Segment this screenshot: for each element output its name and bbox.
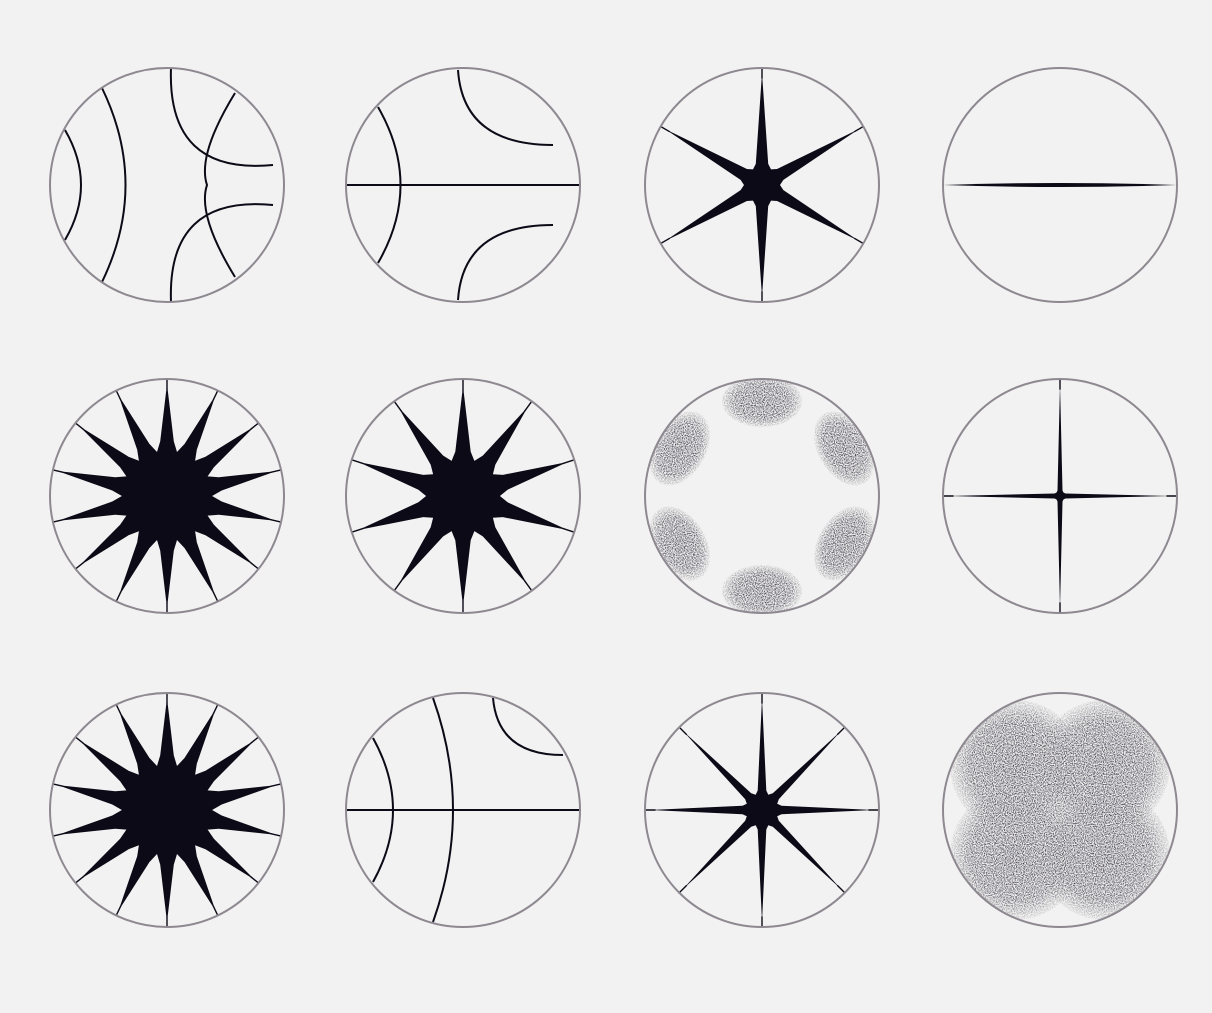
spoke-line [250, 562, 258, 569]
curve-line [493, 698, 563, 755]
panel-1 [50, 68, 284, 302]
spoke-line [661, 238, 670, 243]
spoke-line [53, 784, 63, 786]
star-burst [58, 698, 276, 922]
spoke-line [352, 460, 364, 464]
panel-6 [346, 379, 580, 613]
circle-outline [50, 68, 284, 302]
panel-9 [50, 693, 284, 927]
spoke-line [76, 876, 84, 883]
panel-5 [50, 379, 284, 613]
panel-3 [645, 68, 879, 302]
spoke-line [213, 592, 218, 602]
curve-line [102, 88, 126, 282]
spoke-line [271, 784, 281, 786]
spoke-line [837, 885, 844, 892]
panel-12 [943, 693, 1177, 927]
spoke-line [271, 470, 281, 472]
spoke-line [76, 423, 84, 430]
spoke-line [562, 528, 574, 532]
curve-line [205, 93, 235, 277]
spoke-line [116, 391, 121, 401]
spoke-line [116, 906, 121, 916]
spoke-line [524, 581, 531, 591]
star-burst [358, 386, 567, 606]
spoke-line [271, 834, 281, 836]
spoke-line [679, 727, 686, 734]
panel-4 [943, 68, 1177, 302]
spoke-line [213, 705, 218, 715]
spoke-line [116, 592, 121, 602]
spoke-line [837, 727, 844, 734]
spoke-line [394, 401, 401, 411]
spoke-line [661, 127, 670, 132]
spoke-line [250, 423, 258, 430]
speckle-lobes [637, 375, 887, 617]
spoke-line [352, 528, 364, 532]
spoke-line [250, 737, 258, 744]
panel-8 [943, 379, 1177, 613]
star-burst [665, 73, 859, 297]
spoke-line [53, 834, 63, 836]
spoke-line [524, 401, 531, 411]
curve-line [458, 225, 553, 300]
spoke-line [53, 520, 63, 522]
panel-7 [637, 375, 887, 617]
spoke-line [76, 562, 84, 569]
curve-line [458, 70, 553, 145]
spoke-line [854, 127, 863, 132]
curve-line [65, 130, 81, 240]
spoke-line [394, 581, 401, 591]
spoke-line [76, 737, 84, 744]
spoke-line [250, 876, 258, 883]
spoke-line [213, 906, 218, 916]
spoke-line [271, 520, 281, 522]
spoke-line [53, 470, 63, 472]
panel-2 [346, 68, 580, 302]
spoke-line [116, 705, 121, 715]
panel-10 [346, 693, 580, 927]
star-burst [948, 384, 1172, 608]
spoke-line [854, 238, 863, 243]
speckle-lobes [950, 700, 1170, 920]
panel-11 [645, 693, 879, 927]
star-burst [58, 384, 276, 608]
spoke-line [562, 460, 574, 464]
spoke-line [679, 885, 686, 892]
spoke-line [213, 391, 218, 401]
streak-line [943, 183, 1177, 187]
